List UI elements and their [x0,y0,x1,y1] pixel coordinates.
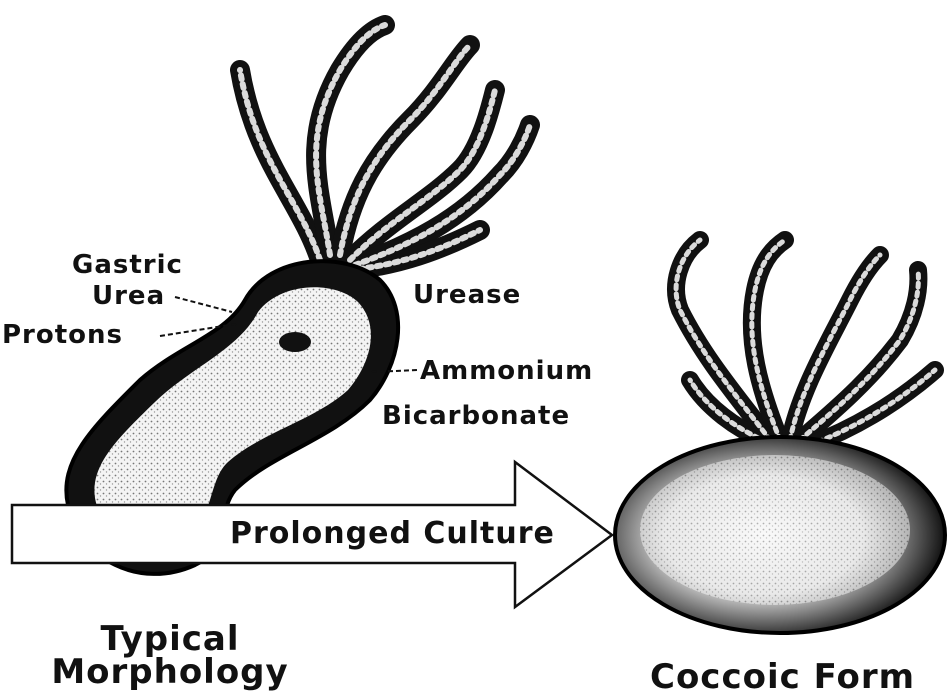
typical-flagella [240,25,530,270]
coccoid-flagella [676,240,935,445]
label-protons: Protons [2,322,123,348]
coccoid-bacterium-body [615,437,945,633]
label-bicarbonate: Bicarbonate [382,403,570,429]
label-gastric: Gastric [72,252,183,278]
arrow-label: Prolonged Culture [230,519,555,549]
caption-coccoid: Coccoic Form [650,660,915,694]
label-urease: Urease [413,282,521,308]
caption-typical-line2: Morphology [40,655,300,689]
caption-typical-line1: Typical [40,622,300,656]
label-ammonium: Ammonium [420,358,593,384]
label-urea: Urea [92,283,165,309]
